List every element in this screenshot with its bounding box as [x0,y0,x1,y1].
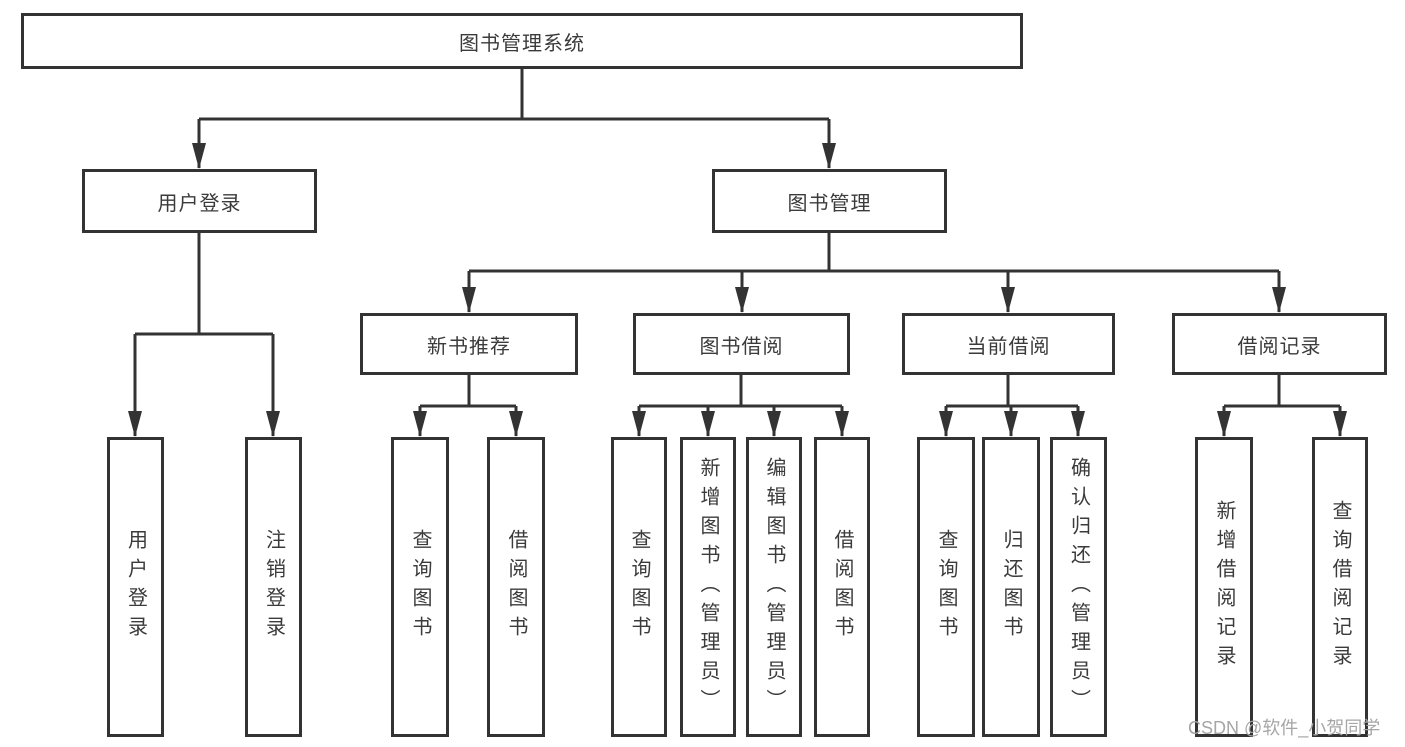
leaf-borrow-books: 借阅图书 [814,437,870,737]
node-book-borrowing: 图书借阅 [633,313,850,375]
leaf-label: 借阅图书 [505,529,527,645]
node-label: 图书管理系统 [459,32,585,55]
leaf-query-books-current: 查询图书 [917,437,975,737]
leaf-label: 新增借阅记录 [1213,500,1235,674]
leaf-label: 归还图书 [1000,529,1022,645]
leaf-label: 查询借阅记录 [1329,500,1351,674]
leaf-add-books-admin: 新增图书（管理员） [680,437,736,737]
leaf-label: 编辑图书（管理员） [763,456,785,718]
node-new-book-recommendation: 新书推荐 [360,313,578,375]
node-library-management-system: 图书管理系统 [21,13,1023,69]
node-current-borrowing: 当前借阅 [902,313,1115,375]
node-label: 新书推荐 [427,335,511,358]
leaf-label: 借阅图书 [831,529,853,645]
leaf-confirm-return-admin: 确认归还（管理员） [1050,437,1107,737]
leaf-logout: 注销登录 [245,437,302,737]
leaf-return-books: 归还图书 [982,437,1040,737]
node-user-login: 用户登录 [82,169,317,233]
leaf-add-borrow-record: 新增借阅记录 [1195,437,1253,737]
node-label: 图书管理 [787,192,872,215]
leaf-query-books-recommend: 查询图书 [391,437,449,737]
node-label: 借阅记录 [1237,335,1322,358]
leaf-borrow-books-recommend: 借阅图书 [487,437,545,737]
leaf-label: 用户登录 [124,529,147,645]
leaf-label: 新增图书（管理员） [697,456,719,718]
leaf-label: 确认归还（管理员） [1067,456,1090,718]
leaf-edit-books-admin: 编辑图书（管理员） [746,437,802,737]
leaf-label: 查询图书 [628,529,650,645]
node-book-management: 图书管理 [712,169,947,233]
leaf-label: 查询图书 [409,529,431,645]
node-borrowing-records: 借阅记录 [1172,313,1387,375]
leaf-label: 注销登录 [262,529,285,645]
leaf-query-borrow-record: 查询借阅记录 [1312,437,1368,737]
node-label: 用户登录 [157,192,242,215]
leaf-label: 查询图书 [935,529,957,645]
node-label: 图书借阅 [699,335,784,358]
csdn-watermark: CSDN @软件_小贺同学 [1188,718,1381,738]
leaf-user-login: 用户登录 [107,437,164,737]
node-label: 当前借阅 [966,335,1051,358]
leaf-query-books-borrowing: 查询图书 [611,437,667,737]
